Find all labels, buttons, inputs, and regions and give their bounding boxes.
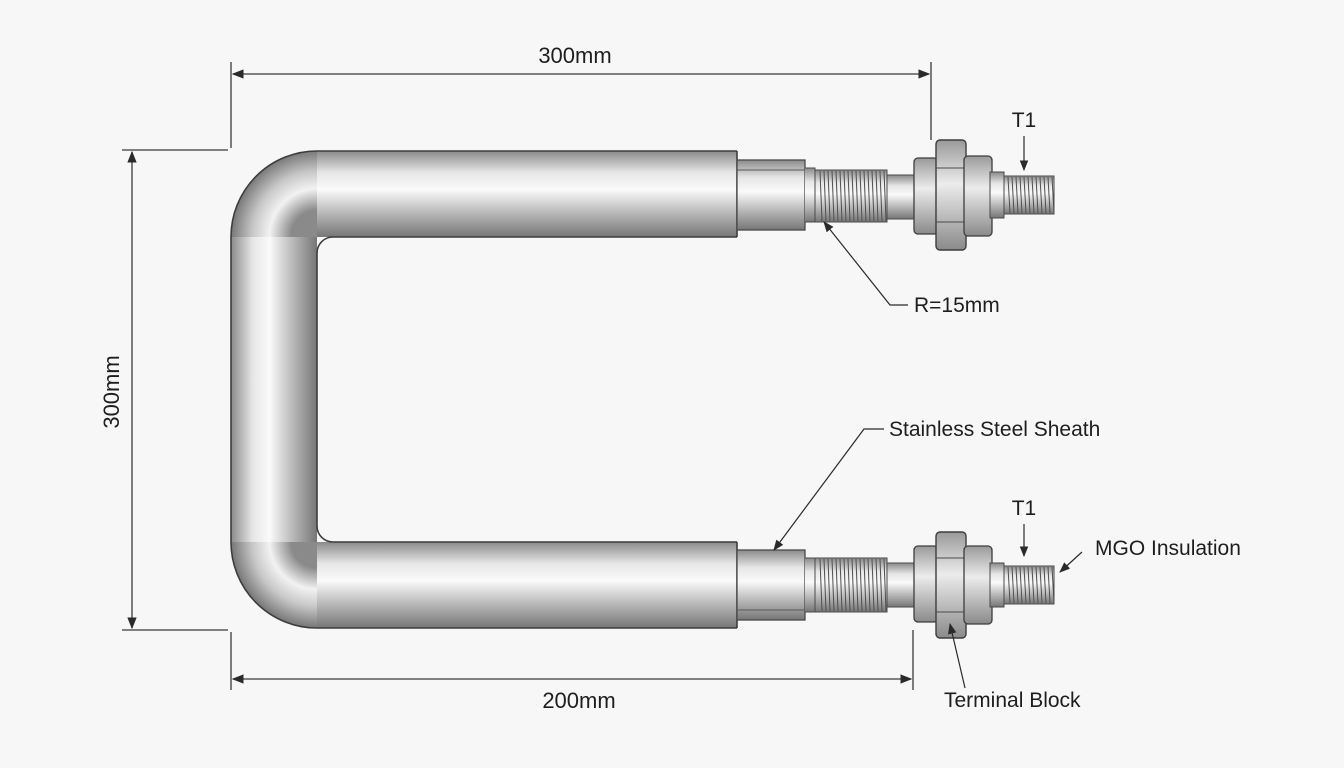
- thread-ridge: [883, 170, 887, 222]
- terminal-t1-top-label: T1: [1012, 109, 1037, 132]
- thread-ridge: [871, 558, 875, 612]
- bottom-width-dimension: 200mm: [542, 688, 615, 713]
- thread-ridge: [1015, 176, 1019, 214]
- thread-ridge: [879, 558, 883, 612]
- thread-ridge: [831, 170, 835, 222]
- thread-ridge: [1031, 176, 1035, 214]
- top-washer: [913, 157, 939, 235]
- thread-ridge: [855, 170, 859, 222]
- bottom-stud-thread: [814, 557, 888, 613]
- thread-ridge: [831, 558, 835, 612]
- top-terminal-assembly: [736, 139, 1055, 251]
- thread-ridge: [827, 558, 831, 612]
- thread-ridge: [1043, 566, 1047, 604]
- bottom-stud-shank: [886, 562, 916, 608]
- top-stud-thread: [814, 169, 888, 223]
- thread-ridge: [1019, 176, 1023, 214]
- sheath-label: Stainless Steel Sheath: [889, 418, 1100, 441]
- dimension-lines: [122, 62, 932, 690]
- u-tube-sheath: [230, 150, 738, 629]
- thread-ridge: [819, 558, 823, 612]
- thread-ridge: [875, 558, 879, 612]
- thread-ridge: [843, 558, 847, 612]
- thread-ridge: [1007, 566, 1011, 604]
- sheath-leader: [773, 428, 884, 551]
- thread-ridge: [883, 558, 887, 612]
- thread-ridge: [871, 170, 875, 222]
- thread-ridge: [847, 558, 851, 612]
- thread-ridge: [1035, 176, 1039, 214]
- insulation-label: MGO Insulation: [1095, 537, 1241, 560]
- terminal-t1-bottom-label: T1: [1012, 497, 1037, 520]
- bend-radius-leader: [823, 221, 908, 306]
- thread-ridge: [867, 170, 871, 222]
- thread-ridge: [851, 558, 855, 612]
- bottom-terminal-thread-ridges: [1007, 566, 1055, 604]
- thread-ridge: [1039, 566, 1043, 604]
- thread-ridge: [1047, 176, 1051, 214]
- thread-ridge: [847, 170, 851, 222]
- terminal-block-leader: [948, 622, 966, 689]
- top-stud-thread-ridges: [819, 170, 887, 222]
- thread-ridge: [1019, 566, 1023, 604]
- bottom-washer: [913, 545, 939, 623]
- thread-ridge: [827, 170, 831, 222]
- thread-ridge: [1007, 176, 1011, 214]
- thread-ridge: [867, 558, 871, 612]
- top-lock-washer: [963, 155, 993, 237]
- thread-ridge: [1031, 566, 1035, 604]
- top-hex-nut: [935, 139, 967, 251]
- thread-ridge: [851, 170, 855, 222]
- thread-ridge: [1039, 176, 1043, 214]
- bottom-tube: [317, 542, 737, 628]
- bottom-lock-washer: [963, 545, 993, 625]
- labels: 300mm 300mm 200mm T1 T1 R=15mm Stainless…: [99, 43, 1241, 713]
- thread-ridge: [1011, 566, 1015, 604]
- thread-ridge: [1035, 566, 1039, 604]
- thread-ridge: [1015, 566, 1019, 604]
- bottom-terminal-assembly: [736, 531, 1055, 639]
- thread-ridge: [1047, 566, 1051, 604]
- top-collar: [736, 159, 806, 231]
- thread-ridge: [823, 558, 827, 612]
- top-terminal-thread-ridges: [1007, 176, 1055, 214]
- top-tube: [317, 151, 737, 237]
- thread-ridge: [835, 558, 839, 612]
- leader-lines: [773, 136, 1083, 689]
- thread-ridge: [1051, 566, 1055, 604]
- terminal-block-label: Terminal Block: [944, 689, 1081, 712]
- thread-ridge: [863, 558, 867, 612]
- thread-ridge: [859, 558, 863, 612]
- thread-ridge: [835, 170, 839, 222]
- bottom-bend: [231, 542, 317, 628]
- top-width-dimension: 300mm: [538, 43, 611, 68]
- thread-ridge: [1011, 176, 1015, 214]
- bottom-stud-thread-ridges: [819, 558, 887, 612]
- thread-ridge: [823, 170, 827, 222]
- thread-ridge: [859, 170, 863, 222]
- thread-ridge: [875, 170, 879, 222]
- left-height-dimension: 300mm: [99, 355, 124, 428]
- thread-ridge: [839, 558, 843, 612]
- thread-ridge: [819, 170, 823, 222]
- thread-ridge: [1023, 566, 1027, 604]
- bottom-hex-nut: [935, 531, 967, 639]
- thread-ridge: [855, 558, 859, 612]
- thread-ridge: [1027, 176, 1031, 214]
- thread-ridge: [879, 170, 883, 222]
- bend-radius-label: R=15mm: [914, 294, 1000, 317]
- top-stud-shank: [886, 174, 916, 220]
- thread-ridge: [1027, 566, 1031, 604]
- insulation-leader: [1059, 551, 1083, 573]
- thread-ridge: [1023, 176, 1027, 214]
- vertical-tube: [231, 236, 317, 543]
- top-bend: [231, 151, 317, 237]
- thread-ridge: [843, 170, 847, 222]
- thread-ridge: [839, 170, 843, 222]
- thread-ridge: [863, 170, 867, 222]
- thread-ridge: [1043, 176, 1047, 214]
- thread-ridge: [1051, 176, 1055, 214]
